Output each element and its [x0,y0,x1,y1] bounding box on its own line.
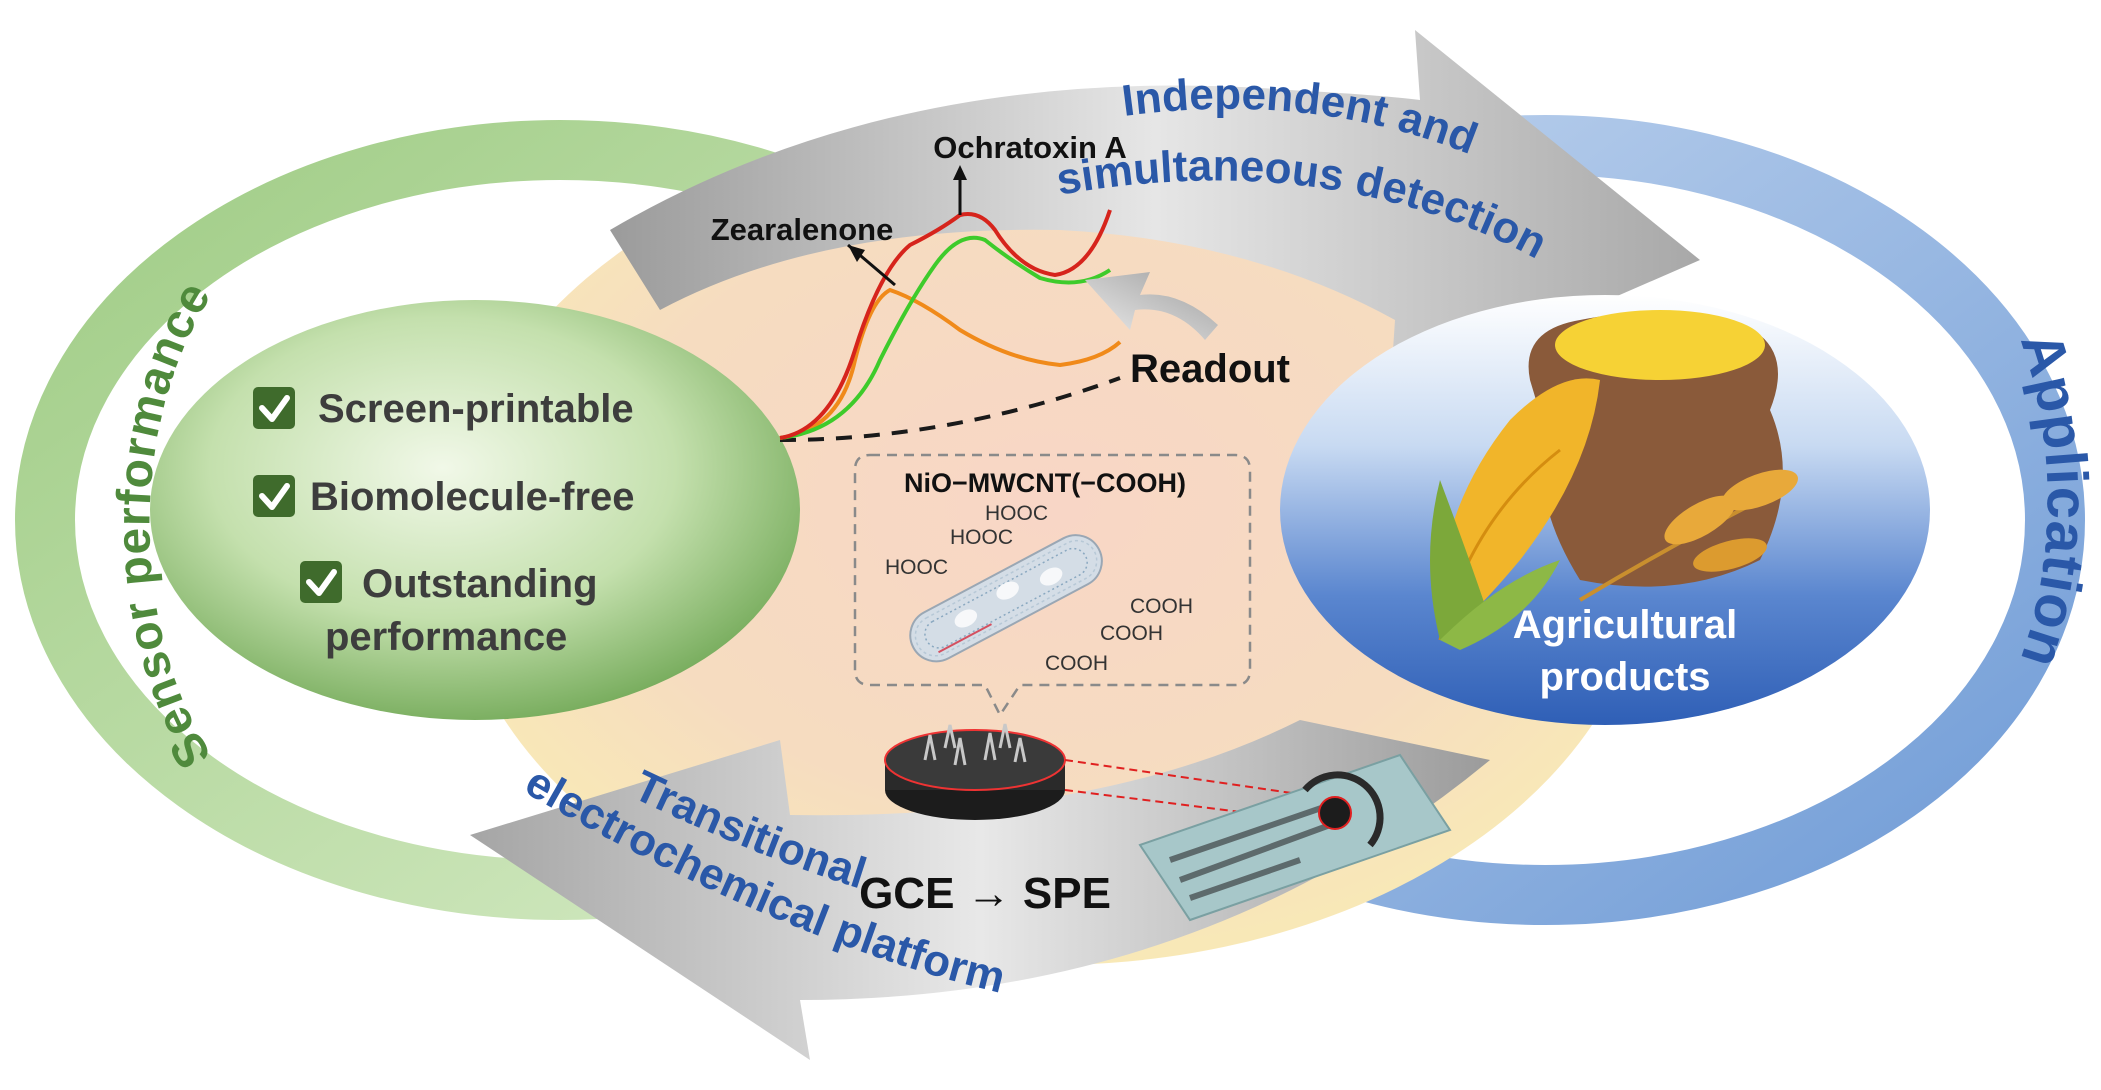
check-item-biomolecule-free: Biomolecule-free [253,475,635,519]
detection-arrow [610,30,1700,395]
agricultural-products-illustration [1430,310,1798,650]
agricultural-products-line1: Agricultural [1513,603,1737,647]
hooc-label: HOOC [885,556,948,579]
cooh-label: COOH [1130,595,1193,618]
check-item-label-line2: performance [325,615,567,659]
check-mark-icon [306,569,337,596]
agricultural-products-line2: products [1539,655,1710,699]
arrowhead-icon [953,165,967,180]
check-item-screen-printable: Screen-printable [253,387,634,431]
callout-box [853,453,1252,718]
hooc-label: HOOC [985,502,1048,525]
spe-electrode-icon [1138,753,1452,922]
corn-icon [1430,378,1600,650]
material-box: NiO−MWCNT(−COOH) HOOC HOOC HOOC COOH COO… [853,453,1252,718]
baseline-dashed [779,376,1121,442]
curve-orange [779,287,1122,440]
check-item-label: Biomolecule-free [310,475,635,519]
zoom-line [1064,759,1306,796]
material-label: NiO−MWCNT(−COOH) [904,468,1186,498]
zearalenone-label: Zearalenone [711,212,894,247]
check-item-label: Screen-printable [318,387,634,431]
flour-icon [1555,310,1765,380]
check-mark-icon [259,483,290,510]
gce-electrode-icon [884,723,1066,820]
arrowhead-icon [848,245,865,262]
checklist: Screen-printable Biomolecule-free Outsta… [253,387,635,659]
hooc-label: HOOC [950,526,1013,549]
wheat-icon [1578,469,1798,602]
voltammogram: Zearalenone Ochratoxin A [711,130,1127,442]
readout-arrow [1085,272,1218,340]
platform-arrow [470,720,1490,1060]
cooh-label: COOH [1045,652,1108,675]
curve-green [779,235,1112,440]
sensor-performance-panel [150,300,800,720]
cooh-label: COOH [1100,622,1163,645]
readout-label: Readout [1130,347,1290,391]
nanotube-icon [909,534,1103,663]
check-item-outstanding-performance: Outstanding performance [300,561,598,659]
curve-red [779,209,1112,440]
gce-spe-label: GCE → SPE [859,869,1111,918]
check-mark-icon [259,395,290,422]
check-item-label: Outstanding [362,562,598,606]
application-label: Application [2008,324,2100,676]
ochratoxin-label: Ochratoxin A [933,130,1127,165]
